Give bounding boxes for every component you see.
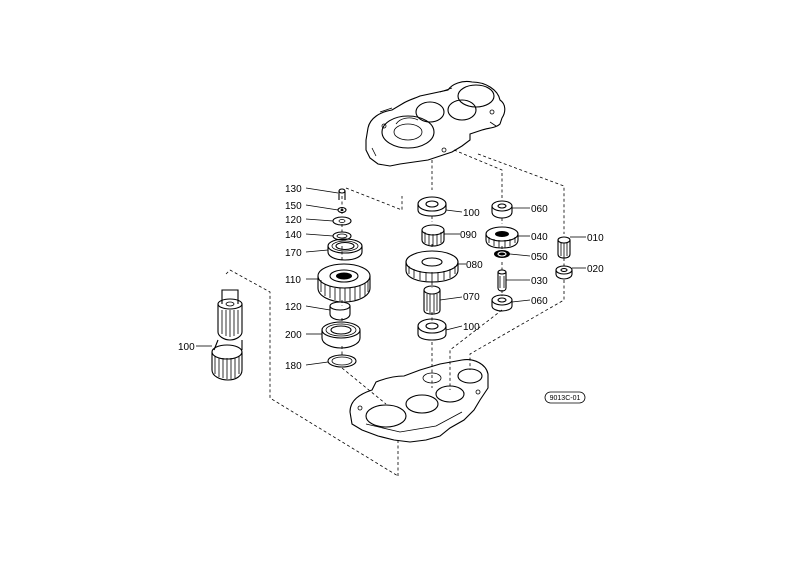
alignment-lines xyxy=(225,149,565,477)
label-020: 020 xyxy=(587,264,604,275)
upper-housing-cover xyxy=(365,80,506,167)
label-010: 010 xyxy=(587,233,604,244)
drawing-reference-badge: 9013C-01 xyxy=(544,391,586,404)
part-labels: 130 150 120 140 170 110 120 200 180 100 … xyxy=(178,184,604,372)
label-150: 130 xyxy=(285,184,302,195)
label-170: 150 xyxy=(285,201,302,212)
shaft-070 xyxy=(423,285,441,315)
leader-lines xyxy=(196,187,586,366)
ring-180 xyxy=(327,354,357,368)
gear-090 xyxy=(421,224,445,247)
gear-080 xyxy=(405,250,459,283)
ring-050 xyxy=(494,250,510,258)
bearing-060-upper xyxy=(491,200,513,219)
bearing-200 xyxy=(321,321,361,349)
lower-housing xyxy=(349,359,489,443)
bearing-100-lower xyxy=(417,318,447,341)
drawing-reference: 9013C-01 xyxy=(550,395,581,402)
label-070: 070 xyxy=(463,292,480,303)
label-190: 170 xyxy=(285,248,302,259)
label-180: 180 xyxy=(285,361,302,372)
bearing-020 xyxy=(555,265,573,280)
label-200: 200 xyxy=(285,330,302,341)
collar-130 xyxy=(329,301,351,321)
pin-030 xyxy=(497,269,507,292)
gear-040 xyxy=(485,226,519,249)
bolt-150 xyxy=(338,188,346,200)
label-060-lower: 060 xyxy=(531,296,548,307)
bearing-190 xyxy=(327,238,363,261)
splined-shaft-110 xyxy=(211,289,243,381)
washer-140 xyxy=(332,216,352,226)
label-100-lower: 100 xyxy=(463,322,480,333)
label-130: 120 xyxy=(285,302,302,313)
label-050: 050 xyxy=(531,252,548,263)
gear-120 xyxy=(317,263,371,303)
label-140: 120 xyxy=(285,215,302,226)
label-080: 080 xyxy=(466,260,483,271)
label-030: 030 xyxy=(531,276,548,287)
label-160: 140 xyxy=(285,230,302,241)
label-120: 110 xyxy=(285,275,301,286)
bearing-100-upper xyxy=(417,196,447,217)
bearing-060-lower xyxy=(491,294,513,312)
label-110: 100 xyxy=(178,342,195,353)
label-090: 090 xyxy=(460,230,477,241)
label-060-upper: 060 xyxy=(531,204,548,215)
label-100-upper: 100 xyxy=(463,208,480,219)
label-040: 040 xyxy=(531,232,548,243)
pin-010 xyxy=(557,236,571,259)
